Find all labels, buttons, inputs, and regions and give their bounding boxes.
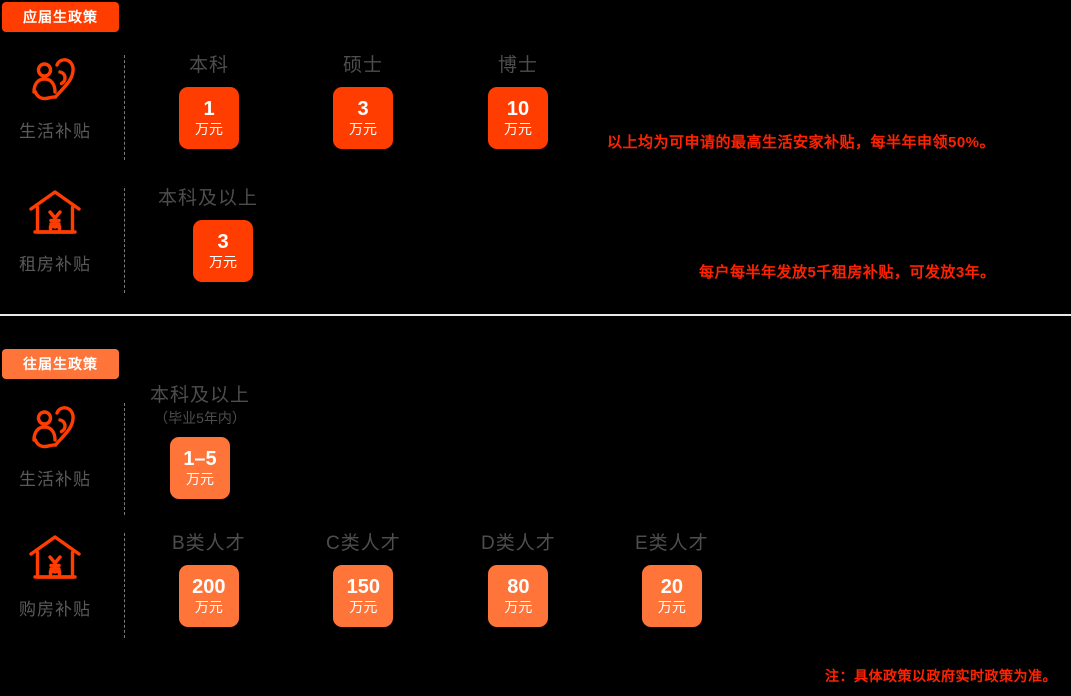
value-amount: 20 <box>660 575 683 598</box>
value-column-bachelor[interactable]: 本科 1 万元 <box>179 55 239 149</box>
value-column-talent-e[interactable]: E类人才 20 万元 <box>635 533 709 627</box>
value-box-bachelor-and-above-prior[interactable]: 1–5 万元 <box>170 437 230 500</box>
value-amount: 3 <box>357 97 369 120</box>
column-title: C类人才 <box>326 533 401 554</box>
policy-row-home-purchase-subsidy: 购房补贴 B类人才 200 万元 C类人才 150 万元 D类人才 80 万元 <box>0 533 1071 648</box>
row-label-living-subsidy-prior: 生活补贴 <box>0 403 110 490</box>
column-title: E类人才 <box>635 533 709 554</box>
value-unit: 万元 <box>195 120 223 137</box>
column-title: D类人才 <box>481 533 556 554</box>
row-divider-dashed <box>124 188 125 293</box>
column-title: 本科及以上 <box>150 385 251 406</box>
value-column-bachelor-and-above-within-5-years[interactable]: 本科及以上 （毕业5年内） 1–5 万元 <box>150 385 251 500</box>
value-column-bachelor-and-above[interactable]: 本科及以上 3 万元 <box>158 188 258 282</box>
row-caption-rent-subsidy-fresh: 租房补贴 <box>19 255 91 274</box>
row-divider-dashed <box>124 403 125 515</box>
row-label-home-purchase-subsidy: 购房补贴 <box>0 533 110 620</box>
value-box-talent-d[interactable]: 80 万元 <box>488 564 549 627</box>
value-column-talent-d[interactable]: D类人才 80 万元 <box>481 533 556 627</box>
value-unit: 万元 <box>186 471 214 488</box>
column-title: 博士 <box>497 55 538 76</box>
column-title: 本科及以上 <box>158 188 259 209</box>
value-unit: 万元 <box>349 598 378 615</box>
value-box-bachelor[interactable]: 1 万元 <box>179 86 239 149</box>
column-title: 硕士 <box>342 55 383 76</box>
value-amount: 150 <box>346 575 381 598</box>
note-rent-subsidy: 每户每半年发放5千租房补贴，可发放3年。 <box>699 264 996 281</box>
row-caption-living-subsidy-prior: 生活补贴 <box>19 470 91 489</box>
house-yuan-icon <box>27 533 83 583</box>
value-column-talent-b[interactable]: B类人才 200 万元 <box>172 533 246 627</box>
person-heart-icon <box>27 403 83 453</box>
value-amount: 10 <box>506 97 530 120</box>
row-caption-home-purchase-subsidy: 购房补贴 <box>19 600 91 619</box>
section-divider <box>0 314 1071 316</box>
note-living-subsidy: 以上均为可申请的最高生活安家补贴，每半年申领50%。 <box>607 134 996 151</box>
value-unit: 万元 <box>504 598 533 615</box>
value-column-master[interactable]: 硕士 3 万元 <box>333 55 393 149</box>
value-box-master[interactable]: 3 万元 <box>333 86 393 149</box>
footer-disclaimer-note: 注：具体政策以政府实时政策为准。 <box>825 668 1057 684</box>
value-unit: 万元 <box>657 598 686 615</box>
column-title: B类人才 <box>172 533 246 554</box>
house-yuan-icon <box>27 188 83 238</box>
value-amount: 200 <box>192 575 226 598</box>
column-title: 本科 <box>188 55 229 76</box>
value-column-talent-c[interactable]: C类人才 150 万元 <box>326 533 401 627</box>
value-amount: 1 <box>203 97 215 120</box>
policy-row-living-subsidy-prior: 生活补贴 本科及以上 （毕业5年内） 1–5 万元 <box>0 385 1071 523</box>
policy-row-living-subsidy-fresh: 生活补贴 本科 1 万元 硕士 3 万元 博士 10 <box>0 55 1071 170</box>
value-amount: 1–5 <box>183 448 217 471</box>
value-unit: 万元 <box>504 120 532 137</box>
value-box-bachelor-and-above[interactable]: 3 万元 <box>193 219 253 282</box>
row-divider-dashed <box>124 533 125 638</box>
value-box-talent-e[interactable]: 20 万元 <box>641 564 702 627</box>
value-unit: 万元 <box>349 120 377 137</box>
value-unit: 万元 <box>209 253 237 270</box>
section-badge-prior-graduate: 往届生政策 <box>2 349 119 379</box>
row-caption-living-subsidy-fresh: 生活补贴 <box>19 122 91 141</box>
row-divider-dashed <box>124 55 125 160</box>
value-amount: 80 <box>507 575 530 598</box>
row-label-living-subsidy-fresh: 生活补贴 <box>0 55 110 142</box>
value-amount: 3 <box>217 230 229 253</box>
value-box-talent-c[interactable]: 150 万元 <box>333 564 394 627</box>
row-label-rent-subsidy-fresh: 租房补贴 <box>0 188 110 275</box>
column-subtitle: （毕业5年内） <box>154 409 246 426</box>
section-badge-fresh-graduate: 应届生政策 <box>2 2 119 32</box>
value-column-doctorate[interactable]: 博士 10 万元 <box>488 55 548 149</box>
policy-row-rent-subsidy-fresh: 租房补贴 本科及以上 3 万元 <box>0 188 1071 303</box>
value-box-talent-b[interactable]: 200 万元 <box>178 564 239 627</box>
section-fresh-graduate: 应届生政策 生活补贴 本科 <box>0 0 1071 315</box>
value-box-doctorate[interactable]: 10 万元 <box>488 86 548 149</box>
person-heart-icon <box>27 55 83 105</box>
value-unit: 万元 <box>194 598 223 615</box>
